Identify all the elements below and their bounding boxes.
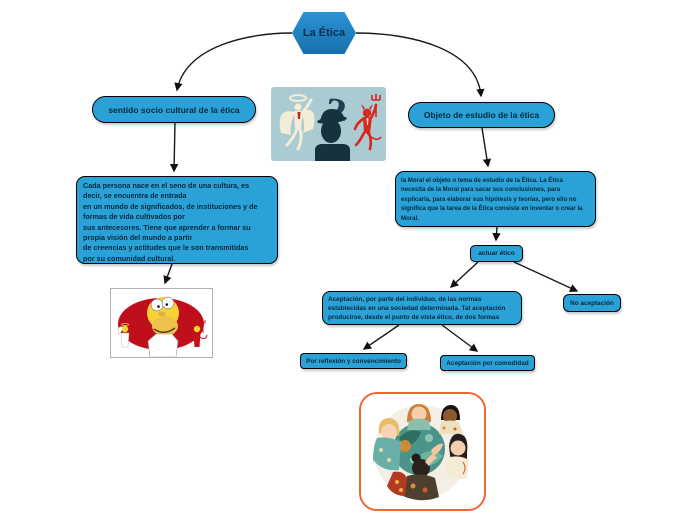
- comodidad-label: Aceptación por comodidad: [446, 359, 529, 367]
- angel-figure: [279, 94, 315, 151]
- node-actuar-etico[interactable]: actuar ético: [470, 245, 523, 262]
- connector-rightbranch-to-paragraph: [481, 127, 492, 168]
- person-bottom: [403, 443, 443, 501]
- mini-angel: [117, 323, 130, 348]
- node-right-paragraph[interactable]: la Moral el objeto o tema de estudio de …: [395, 171, 596, 227]
- mini-devil: [193, 320, 208, 347]
- people-globe-illustration: [361, 394, 484, 509]
- node-sentido-socio-cultural[interactable]: sentido socio cultural de la ética: [92, 96, 256, 123]
- homer-face: [147, 296, 179, 357]
- node-aceptacion-comodidad[interactable]: Aceptación por comodidad: [440, 355, 535, 371]
- no-aceptacion-label: No aceptación: [570, 299, 614, 307]
- fabric-patch: [387, 471, 407, 496]
- angel-devil-illustration: ?: [271, 87, 386, 161]
- homer-angel-devil-image[interactable]: [110, 288, 213, 358]
- person-left: [373, 418, 401, 471]
- diversity-globe-image[interactable]: [359, 392, 486, 511]
- node-left-paragraph[interactable]: Cada persona nace en el seno de una cult…: [76, 176, 278, 264]
- node-root-la-etica[interactable]: La Ética: [292, 12, 356, 54]
- aceptacion-text: Aceptación, por parte del individuo, de …: [328, 296, 506, 322]
- reflexion-label: Por reflexión y convencimiento: [306, 357, 401, 365]
- connector-aceptacion-to-comodidad: [441, 324, 479, 352]
- connector-actuar-to-noaceptacion: [513, 261, 579, 292]
- connector-leftbranch-to-paragraph: [169, 122, 179, 173]
- node-no-aceptacion[interactable]: No aceptación: [563, 294, 621, 312]
- man-silhouette: [315, 109, 350, 161]
- node-por-reflexion[interactable]: Por reflexión y convencimiento: [300, 353, 407, 369]
- right-paragraph-text: la Moral el objeto o tema de estudio de …: [401, 177, 583, 222]
- node-left-branch-label: sentido socio cultural de la ética: [108, 104, 240, 115]
- person-top-right: [439, 405, 462, 434]
- node-aceptacion-paragraph[interactable]: Aceptación, por parte del individuo, de …: [322, 291, 522, 325]
- connector-paragraph-to-homer: [163, 263, 173, 285]
- connector-actuar-to-aceptacion: [449, 261, 479, 288]
- devil-figure: [353, 94, 382, 151]
- node-root-label: La Ética: [302, 27, 346, 39]
- node-right-branch-label: Objeto de estudio de la ética: [423, 110, 540, 120]
- node-objeto-de-estudio[interactable]: Objeto de estudio de la ética: [408, 102, 555, 128]
- angel-devil-conscience-image[interactable]: ?: [271, 87, 386, 161]
- homer-illustration: [111, 289, 212, 357]
- person-top: [407, 404, 431, 430]
- person-right: [445, 433, 469, 480]
- left-paragraph-text: Cada persona nace en el seno de una cult…: [83, 181, 258, 263]
- connector-aceptacion-to-reflexion: [362, 324, 400, 350]
- connector-paragraph-to-actuar: [492, 226, 501, 242]
- connector-root-to-left-branch: [174, 32, 293, 92]
- actuar-label: actuar ético: [478, 250, 515, 257]
